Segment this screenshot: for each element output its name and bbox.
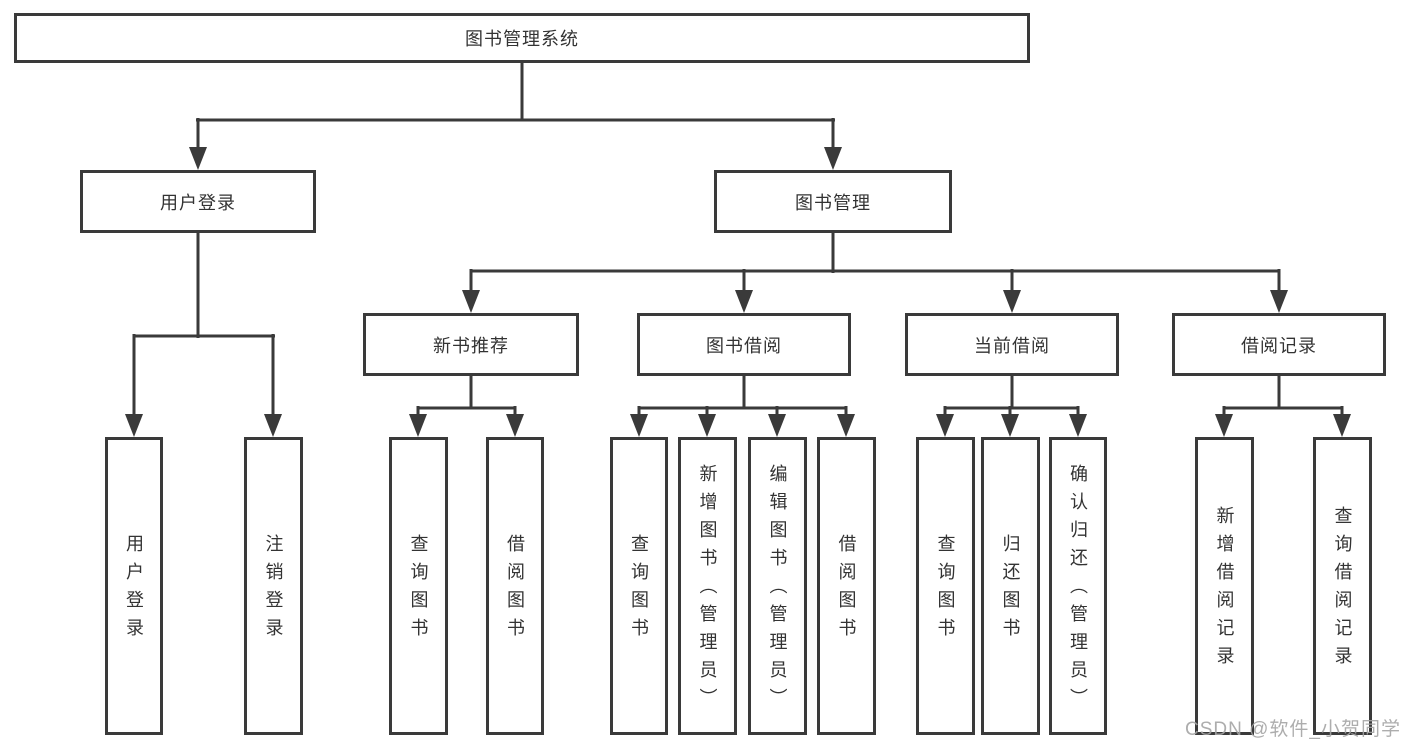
- node-user-login: 用户登录: [80, 170, 316, 233]
- leaf-borrow-query-books: 查询图书: [610, 437, 668, 735]
- leaf-record-query-record: 查询借阅记录: [1313, 437, 1372, 735]
- leaf-current-confirm-return-admin: 确认归还（管理员）: [1049, 437, 1107, 735]
- connector-current-children: [936, 376, 1087, 437]
- node-book-borrow: 图书借阅: [637, 313, 851, 376]
- leaf-borrow-borrow-books: 借阅图书: [817, 437, 876, 735]
- node-book-mgmt: 图书管理: [714, 170, 952, 233]
- leaf-current-return-books: 归还图书: [981, 437, 1040, 735]
- leaf-newrec-borrow-books: 借阅图书: [486, 437, 544, 735]
- leaf-current-query-books: 查询图书: [916, 437, 975, 735]
- node-root: 图书管理系统: [14, 13, 1030, 63]
- node-new-book-rec: 新书推荐: [363, 313, 579, 376]
- leaf-borrow-add-books-admin: 新增图书（管理员）: [678, 437, 737, 735]
- connector-user-login-children: [125, 233, 282, 437]
- node-current-borrow: 当前借阅: [905, 313, 1119, 376]
- leaf-record-add-record: 新增借阅记录: [1195, 437, 1254, 735]
- node-borrow-record: 借阅记录: [1172, 313, 1386, 376]
- leaf-logout: 注销登录: [244, 437, 303, 735]
- csdn-watermark: CSDN @软件_小贺同学: [1185, 719, 1401, 740]
- connector-new-rec-children: [409, 376, 524, 437]
- connector-borrow-children: [630, 376, 855, 437]
- leaf-user-login: 用户登录: [105, 437, 163, 735]
- connector-root-to-level2: [189, 63, 842, 170]
- connector-book-mgmt-to-level3: [462, 233, 1288, 313]
- leaf-borrow-edit-books-admin: 编辑图书（管理员）: [748, 437, 807, 735]
- connector-record-children: [1215, 376, 1351, 437]
- leaf-newrec-query-books: 查询图书: [389, 437, 448, 735]
